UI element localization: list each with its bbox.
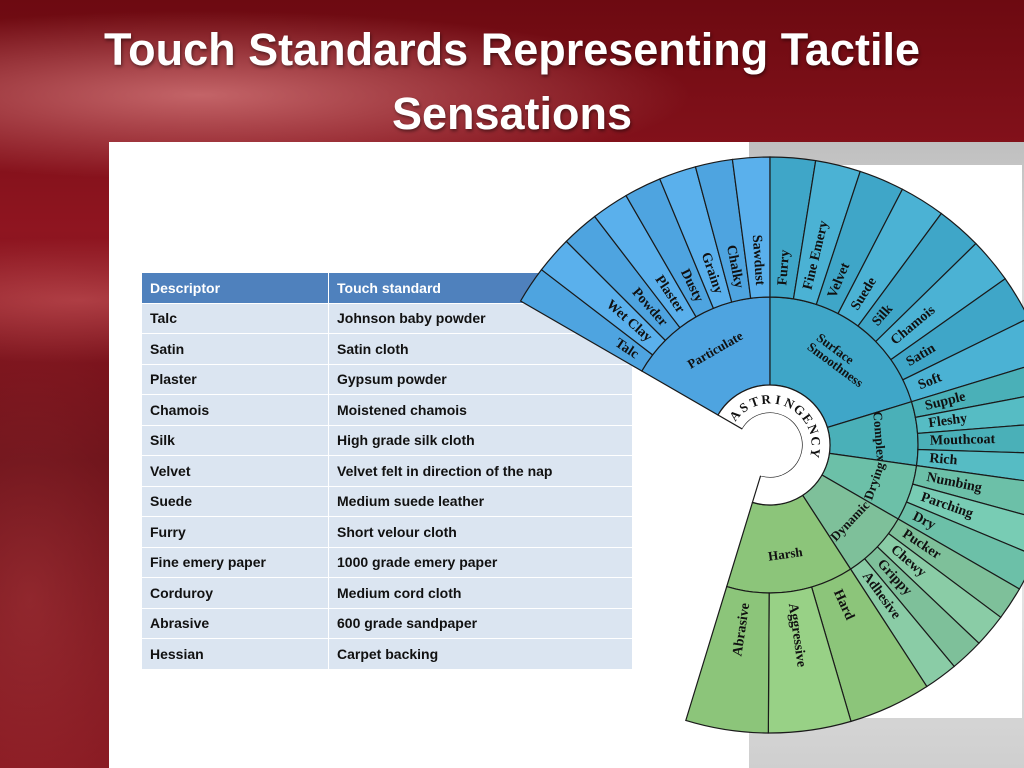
descriptor-cell: Furry <box>141 516 329 548</box>
wheel-category-label: Complex <box>870 411 889 462</box>
descriptor-cell: Velvet <box>141 455 329 487</box>
title-line-2: Sensations <box>391 88 633 139</box>
standard-cell: Gypsum powder <box>328 363 633 395</box>
descriptor-cell: Abrasive <box>141 607 329 639</box>
wheel-term-label: Fleshy <box>928 411 969 431</box>
descriptor-cell: Hessian <box>141 638 329 670</box>
wheel-term-segment <box>685 585 770 734</box>
slide-title: Touch Standards Representing Tactile Sen… <box>40 18 984 146</box>
standard-cell: Medium cord cloth <box>328 577 633 609</box>
descriptor-cell: Silk <box>141 424 329 456</box>
standard-cell: High grade silk cloth <box>328 424 633 456</box>
wheel-hub <box>738 413 802 477</box>
standard-cell: 600 grade sandpaper <box>328 607 633 639</box>
descriptor-cell: Corduroy <box>141 577 329 609</box>
wheel-category-label: Harsh <box>767 544 804 564</box>
descriptor-cell: Fine emery paper <box>141 546 329 578</box>
astringency-letter: C <box>808 436 824 447</box>
wheel-term-label: Rich <box>929 451 958 468</box>
standard-cell: Velvet felt in direction of the nap <box>328 455 633 487</box>
standard-cell: Short velour cloth <box>328 516 633 548</box>
standard-cell: 1000 grade emery paper <box>328 546 633 578</box>
descriptor-cell: Plaster <box>141 363 329 395</box>
wheel-term-label: Sawdust <box>749 234 767 286</box>
standard-cell: Carpet backing <box>328 638 633 670</box>
standard-cell: Medium suede leather <box>328 485 633 517</box>
wheel-term-label: Furry <box>775 249 793 286</box>
descriptor-cell: Satin <box>141 333 329 365</box>
title-line-1: Touch Standards Representing Tactile <box>104 24 920 75</box>
astringency-letter: R <box>761 391 772 407</box>
descriptor-cell: Chamois <box>141 394 329 426</box>
astringency-letter: Y <box>807 447 824 459</box>
wheel-term-label: Mouthcoat <box>930 432 996 449</box>
standard-cell: Satin cloth <box>328 333 633 365</box>
descriptor-cell: Talc <box>141 302 329 334</box>
astringency-letter: I <box>774 392 782 408</box>
